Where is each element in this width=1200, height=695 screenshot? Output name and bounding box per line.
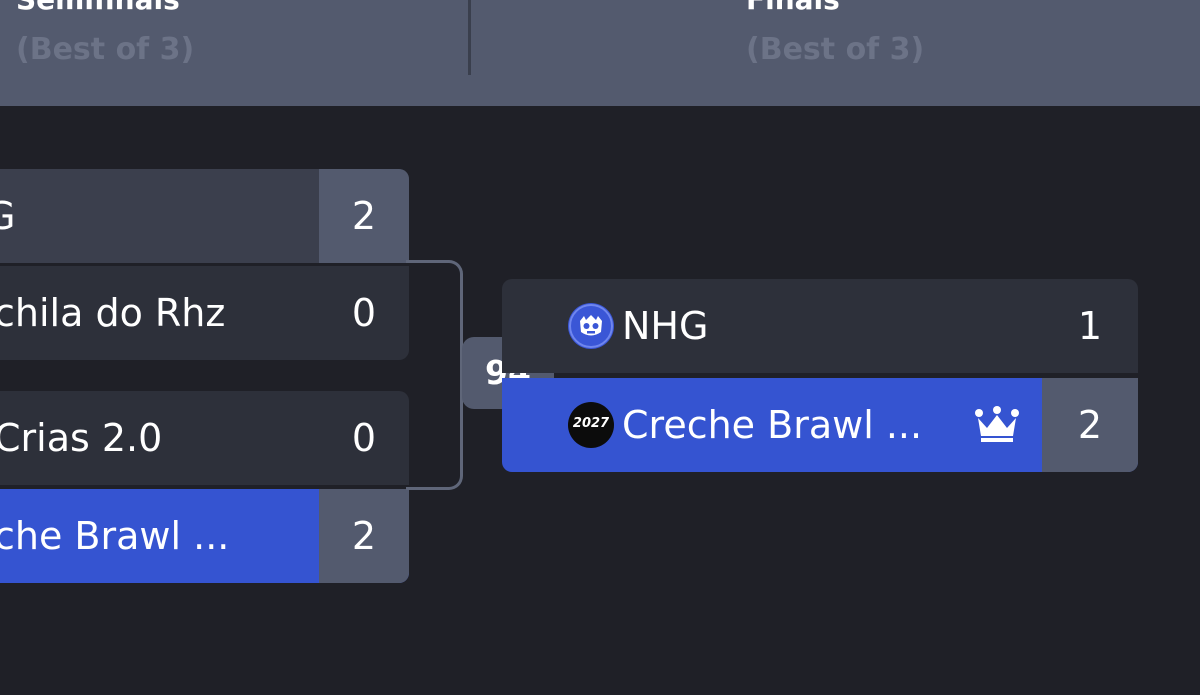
team-score: 2 [319,169,409,263]
team-name: Creche Brawl ... [622,403,923,447]
brawl-skull-icon [568,303,614,349]
semifinal-team-row[interactable]: Crias 2.0 0 [0,391,409,485]
round-title: Semifinals [16,0,470,16]
team-score: 0 [351,291,377,335]
team-score: 2 [1042,378,1138,472]
team-name: G [0,194,16,238]
finals-team-row-winner[interactable]: 2027 Creche Brawl ... 2 [502,378,1138,472]
team-score: 2 [319,489,409,583]
semifinal-team-row[interactable]: chila do Rhz 0 [0,266,409,360]
team-name: chila do Rhz [0,291,226,335]
round-semifinals: Semifinals (Best of 3) [0,0,470,106]
team-logo: 2027 [568,402,614,448]
team-score: 0 [351,416,377,460]
team-name: NHG [622,304,709,348]
bracket-connector [406,260,463,490]
team-logo-text: 2027 [572,416,610,431]
semifinal-team-row[interactable]: G 2 [0,169,409,263]
team-name: Crias 2.0 [0,416,163,460]
bracket-header: Semifinals (Best of 3) Finals (Best of 3… [0,0,1200,106]
round-title: Finals [746,0,1200,16]
team-score: 1 [1077,304,1103,348]
round-divider [468,0,471,75]
crown-icon [975,406,1019,442]
semifinal-team-row[interactable]: che Brawl ... 2 [0,489,409,583]
round-format: (Best of 3) [16,32,195,67]
team-name: che Brawl ... [0,514,230,558]
round-finals: Finals (Best of 3) [470,0,1200,106]
finals-team-row[interactable]: NHG 1 [502,279,1138,373]
round-format: (Best of 3) [746,32,925,67]
